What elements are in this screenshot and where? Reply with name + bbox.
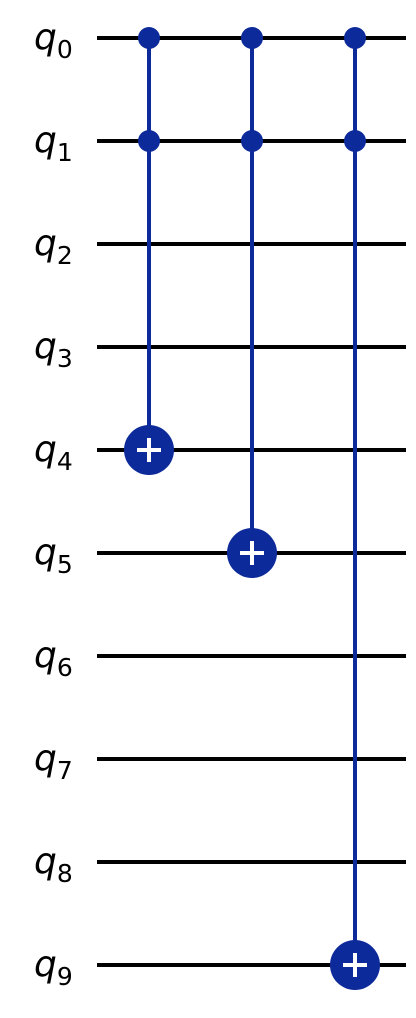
toffoli-gate bbox=[124, 27, 174, 475]
qubit-letter: q bbox=[34, 944, 57, 985]
qubit-index: 0 bbox=[57, 35, 73, 64]
gates bbox=[124, 27, 380, 990]
control-dot bbox=[138, 130, 160, 152]
qubit-letter: q bbox=[34, 17, 57, 58]
qubit-label: q4 bbox=[34, 429, 73, 476]
control-dot bbox=[241, 130, 263, 152]
qubit-label: q2 bbox=[34, 223, 73, 270]
qubit-label: q0 bbox=[34, 17, 73, 64]
toffoli-gate bbox=[330, 27, 380, 990]
qubit-letter: q bbox=[34, 223, 57, 264]
qubit-letter: q bbox=[34, 532, 57, 573]
control-dot bbox=[241, 27, 263, 49]
qubit-index: 5 bbox=[57, 550, 73, 579]
qubit-letter: q bbox=[34, 841, 57, 882]
toffoli-gate bbox=[227, 27, 277, 578]
qubit-letter: q bbox=[34, 738, 57, 779]
target-xor-icon bbox=[124, 425, 174, 475]
control-dot bbox=[138, 27, 160, 49]
qubit-index: 4 bbox=[57, 447, 73, 476]
qubit-index: 3 bbox=[57, 344, 73, 373]
qubit-label: q1 bbox=[34, 120, 73, 167]
qubit-label: q6 bbox=[34, 635, 73, 682]
qubit-letter: q bbox=[34, 120, 57, 161]
qubit-label: q7 bbox=[34, 738, 73, 785]
target-xor-icon bbox=[330, 940, 380, 990]
qubit-label: q8 bbox=[34, 841, 73, 888]
qubit-label: q5 bbox=[34, 532, 73, 579]
qubit-index: 7 bbox=[57, 756, 73, 785]
target-xor-icon bbox=[227, 528, 277, 578]
control-dot bbox=[344, 27, 366, 49]
qubit-letter: q bbox=[34, 635, 57, 676]
qubit-label: q3 bbox=[34, 326, 73, 373]
qubit-index: 6 bbox=[57, 653, 73, 682]
qubit-index: 9 bbox=[57, 962, 73, 991]
qubit-letter: q bbox=[34, 326, 57, 367]
qubit-index: 1 bbox=[57, 138, 73, 167]
control-dot bbox=[344, 130, 366, 152]
qubit-letter: q bbox=[34, 429, 57, 470]
qubit-label: q9 bbox=[34, 944, 73, 991]
qubit-index: 2 bbox=[57, 241, 73, 270]
qubit-index: 8 bbox=[57, 859, 73, 888]
